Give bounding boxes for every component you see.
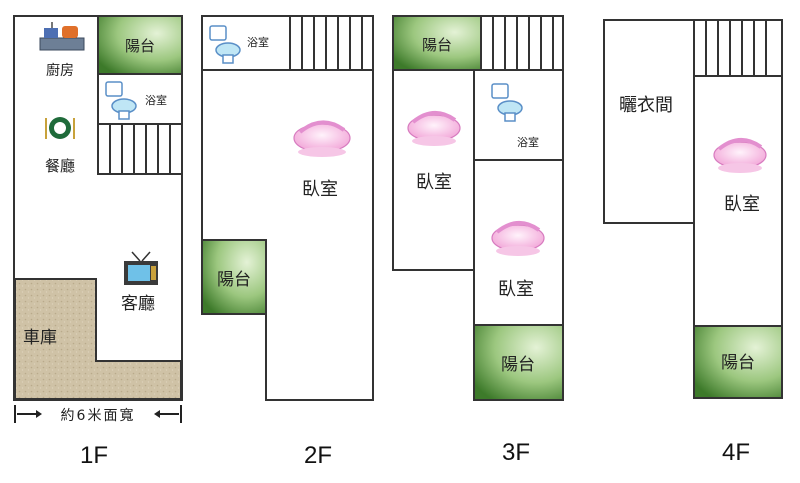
f2-bedroom-label: 臥室 bbox=[302, 179, 338, 200]
f1-balcony-label: 陽台 bbox=[125, 37, 155, 55]
f3-balcony-bottom-label: 陽台 bbox=[501, 355, 535, 375]
f4-balcony-label: 陽台 bbox=[721, 353, 755, 373]
f1-bath-label: 浴室 bbox=[145, 93, 167, 107]
f2-bath-label: 浴室 bbox=[247, 35, 269, 49]
f4-balcony bbox=[693, 325, 783, 399]
f3-bedroom-right-label: 臥室 bbox=[498, 279, 534, 300]
kitchen-stove-icon bbox=[39, 22, 85, 51]
f2-balcony bbox=[201, 239, 267, 315]
f1-stairs bbox=[97, 123, 183, 175]
f2-balcony-label: 陽台 bbox=[217, 270, 251, 290]
f1-balcony bbox=[97, 15, 183, 75]
f4-bedroom-label: 臥室 bbox=[724, 194, 760, 215]
toilet-icon bbox=[209, 25, 241, 64]
f1-living-wall bbox=[95, 279, 181, 362]
f2-bath bbox=[201, 15, 291, 71]
floor-1f: 廚房 陽台 浴室 餐廳 客廳 車庫 bbox=[13, 15, 183, 469]
f1-kitchen-label: 廚房 bbox=[46, 62, 74, 79]
f3-balcony-bottom bbox=[473, 324, 564, 401]
f1-garage-label: 車庫 bbox=[23, 328, 57, 348]
f2-stairs bbox=[289, 15, 374, 71]
floor-2f-label: 2F bbox=[304, 442, 332, 469]
f4-stairs bbox=[693, 19, 783, 77]
f4-drying-room-label: 曬衣間 bbox=[619, 95, 673, 116]
f3-bedroom-left-label: 臥室 bbox=[416, 172, 452, 193]
toilet-icon bbox=[491, 83, 523, 122]
f3-bath-label: 浴室 bbox=[517, 135, 539, 149]
f3-balcony-top-label: 陽台 bbox=[422, 36, 452, 54]
floor-4f-label: 4F bbox=[722, 439, 750, 466]
f4-drying-room bbox=[603, 19, 695, 224]
floor-2f: 浴室 臥室 陽台 2F bbox=[201, 15, 374, 469]
bed-icon bbox=[491, 221, 545, 256]
f3-balcony-top bbox=[392, 15, 482, 71]
f3-bath bbox=[473, 69, 564, 161]
width-note-label: 約6米面寬 bbox=[61, 407, 136, 424]
floor-3f: 陽台 浴室 臥室 臥室 bbox=[392, 15, 564, 466]
bed-icon bbox=[407, 111, 461, 146]
floor-3f-label: 3F bbox=[502, 439, 530, 466]
f3-stairs bbox=[480, 15, 564, 71]
floor-1f-label: 1F bbox=[80, 442, 108, 469]
f2-outline bbox=[201, 15, 374, 401]
f1-living-label: 客廳 bbox=[121, 294, 155, 314]
bed-icon bbox=[293, 120, 351, 157]
width-dimension bbox=[14, 405, 182, 423]
floor-4f: 曬衣間 臥室 陽台 4F bbox=[603, 19, 783, 466]
tv-icon bbox=[124, 251, 158, 285]
toilet-icon bbox=[105, 81, 137, 120]
bed-icon bbox=[713, 138, 767, 173]
dining-plate-icon bbox=[45, 117, 75, 139]
f1-dining-label: 餐廳 bbox=[45, 157, 75, 175]
